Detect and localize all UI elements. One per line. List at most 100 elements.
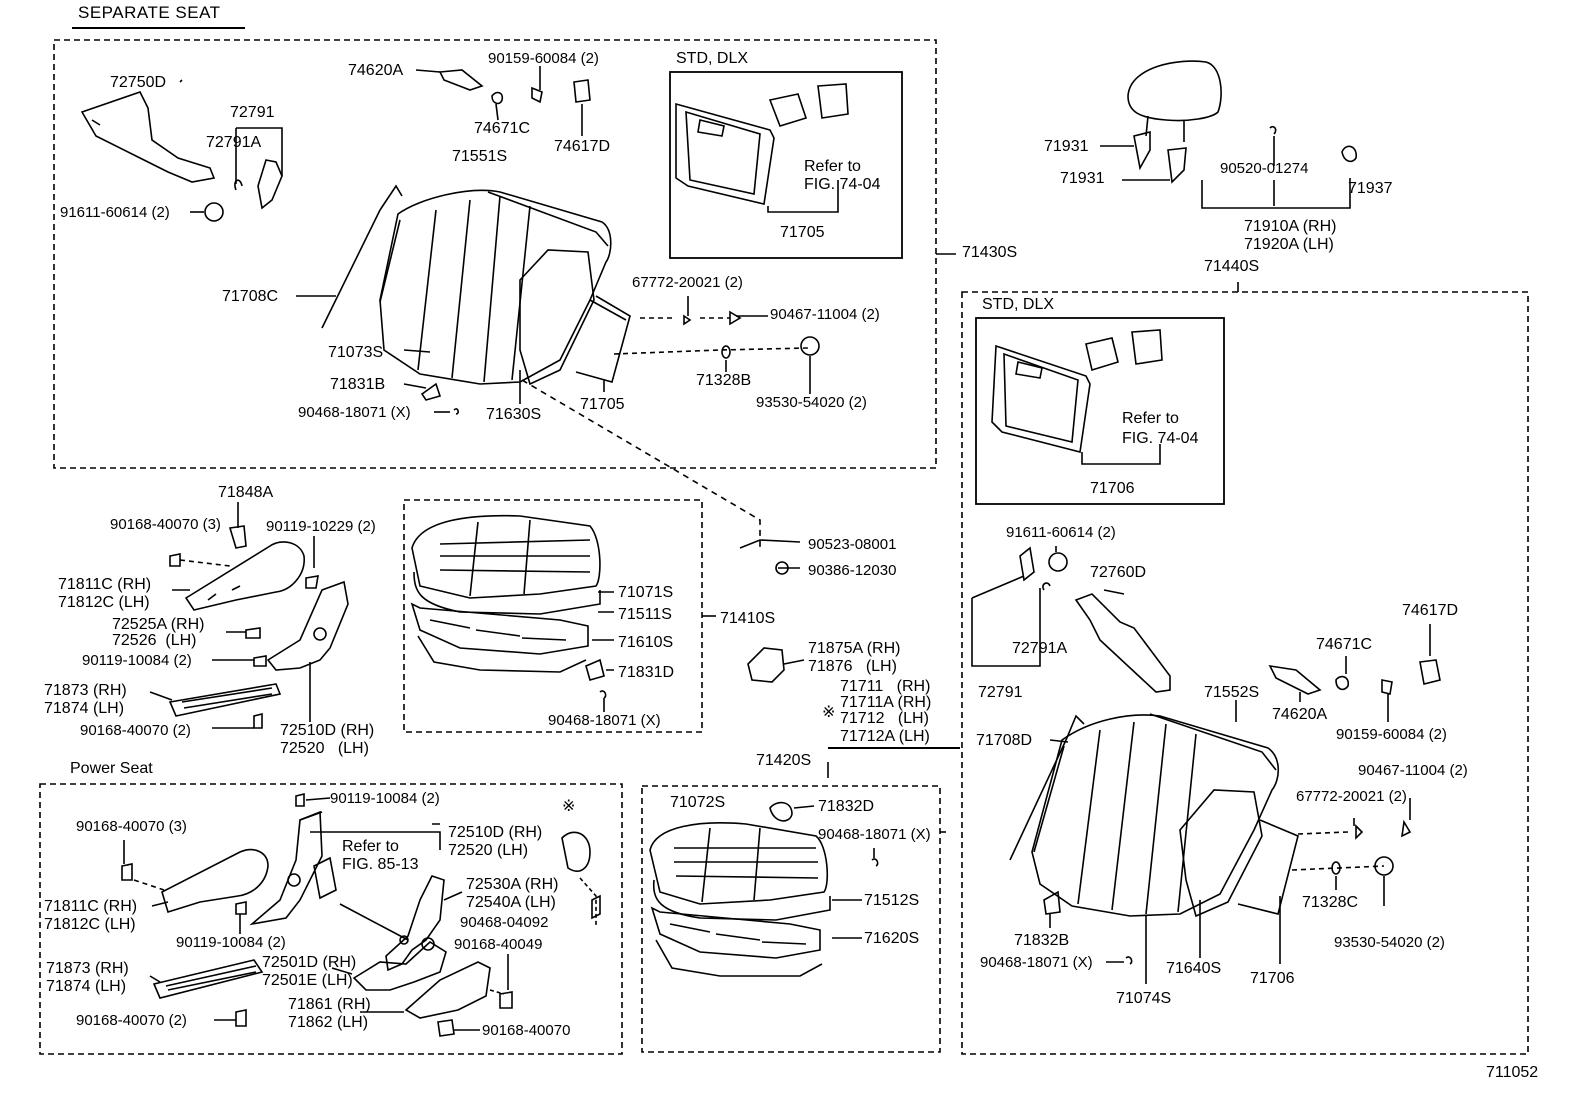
part-label: 74620A	[1272, 706, 1328, 723]
part-label: 67772-20021 (2)	[632, 274, 743, 291]
leader-90523	[739, 539, 801, 549]
seatback-board-71705-shape-left	[675, 102, 775, 205]
refer-fig: FIG. 74-04	[804, 176, 881, 193]
part-label: 71712A (LH)	[840, 728, 930, 745]
part-label: 72791A	[1012, 640, 1068, 657]
part-label: 72510D (RH)	[280, 722, 375, 739]
leader-ps-71811C	[151, 901, 169, 907]
bracket-74620A-shape	[438, 69, 484, 91]
part-label: 71073S	[328, 344, 384, 361]
part-label: 71705	[580, 396, 625, 413]
nut-90386-shape	[775, 561, 789, 575]
part-label: 91611-60614 (2)	[1006, 524, 1116, 541]
power-seat-group-box	[39, 783, 623, 1055]
part-label: 71552S	[1204, 684, 1260, 701]
bolt-90119-10084-shape	[253, 655, 267, 667]
leader-74620A	[415, 69, 441, 73]
bolt-ps-90168-3-shape	[121, 863, 133, 881]
part-label: 71620S	[864, 930, 920, 947]
bolt-90159-shape	[531, 86, 543, 104]
leader-ps-90119-a	[305, 797, 331, 801]
part-label: 71811C (RH)	[58, 576, 152, 593]
track-ps-72501D-shape	[352, 940, 447, 991]
part-label: 90468-18071 (X)	[298, 404, 411, 421]
part-label: 71931	[1044, 138, 1089, 155]
part-label: 71711 (RH)	[840, 678, 931, 695]
guide-71931b-shape	[1167, 147, 1187, 184]
part-label: 71811C (RH)	[44, 898, 138, 915]
part-label: 71812C (LH)	[58, 594, 150, 611]
pin-90520-shape	[1269, 125, 1277, 135]
leader-71873	[149, 691, 173, 701]
bolt-ps-90168-40049-shape	[499, 991, 513, 1009]
part-label: 90119-10084 (2)	[330, 790, 440, 807]
leader-71705-inset	[767, 180, 839, 213]
bolt-90467-shape	[729, 310, 742, 326]
part-label: 71630S	[486, 406, 542, 423]
clip-71848A-shape	[228, 525, 247, 549]
leader-71910A	[1201, 136, 1351, 209]
leader-71831B	[403, 383, 427, 389]
part-label: 71832B	[1014, 932, 1070, 949]
part-label: 72760D	[1090, 564, 1147, 581]
part-label: 74671C	[474, 120, 531, 137]
part-label: 74620A	[348, 62, 404, 79]
spring-72791Ar-shape	[1042, 582, 1051, 591]
part-label: 93530-54020 (2)	[1334, 934, 1445, 951]
part-label: 90468-18071 (X)	[818, 826, 931, 843]
figure-number: 711052	[1486, 1064, 1539, 1081]
part-label: 90119-10229 (2)	[266, 518, 376, 535]
part-label: 74671C	[1316, 636, 1373, 653]
seatback-frame-71630S-shape	[519, 249, 631, 386]
std-dlx-box-left	[669, 71, 903, 259]
part-label: 71862 (LH)	[288, 1014, 369, 1031]
leader-74671C	[495, 103, 499, 121]
clip-71832B-shape	[1043, 890, 1061, 915]
armrest-trim-72750D-shape	[80, 91, 216, 183]
part-label: 71920A (LH)	[1244, 236, 1334, 253]
part-label: 72791	[978, 684, 1023, 701]
part-label: 71876 (LH)	[808, 658, 897, 675]
seatback-frame-71640S-shape	[1179, 789, 1299, 918]
hook-72791-shape	[257, 159, 283, 210]
part-label: 71874 (LH)	[44, 700, 125, 717]
part-label: 90168-40070 (2)	[76, 1012, 187, 1029]
refer-text: Refer to	[1122, 410, 1179, 427]
leader-71706-inset	[1081, 444, 1161, 465]
part-label: 72530A (RH)	[466, 876, 559, 893]
part-label: 71931	[1060, 170, 1105, 187]
part-label: 71430S	[962, 244, 1018, 261]
variant-label-right: STD, DLX	[982, 296, 1055, 313]
dash-67772r	[1297, 831, 1349, 835]
cover-inset-right-1	[1085, 337, 1119, 372]
nut-93530r-shape	[1374, 856, 1394, 876]
snap-ring-shape	[204, 202, 224, 222]
cap-72525A-shape	[245, 627, 261, 639]
part-label: 71711A (RH)	[840, 694, 932, 711]
cover-71811C-shape	[184, 541, 305, 611]
part-label: 90119-10084 (2)	[176, 934, 286, 951]
part-label: 71512S	[864, 892, 920, 909]
part-label: 71610S	[618, 634, 674, 651]
cable-ps-shape	[339, 903, 409, 941]
part-label: 71708C	[222, 288, 279, 305]
part-label: 74617D	[1402, 602, 1459, 619]
part-label: 72501E (LH)	[262, 972, 353, 989]
part-label: 72791	[230, 104, 275, 121]
bolt-67772-shape	[683, 314, 692, 326]
part-label: 72501D (RH)	[262, 954, 357, 971]
bracket-74620Ar-shape	[1268, 664, 1322, 695]
leader-72791	[235, 127, 283, 184]
part-label: 90168-40049	[454, 936, 543, 953]
part-label: 90468-04092	[460, 914, 549, 931]
part-label: 93530-54020 (2)	[756, 394, 867, 411]
clip-90468-shape	[453, 408, 459, 415]
leader-71073S	[403, 349, 431, 353]
refer-text: Refer to	[804, 158, 861, 175]
cover-ps-71811C-shape	[161, 848, 269, 914]
part-label: 71812C (LH)	[44, 916, 136, 933]
part-label: 90168-40070	[482, 1022, 571, 1039]
bolt-90159r-shape	[1381, 679, 1393, 695]
cover-74617Dr-shape	[1419, 659, 1441, 685]
part-label: 72525A (RH)	[112, 616, 205, 633]
